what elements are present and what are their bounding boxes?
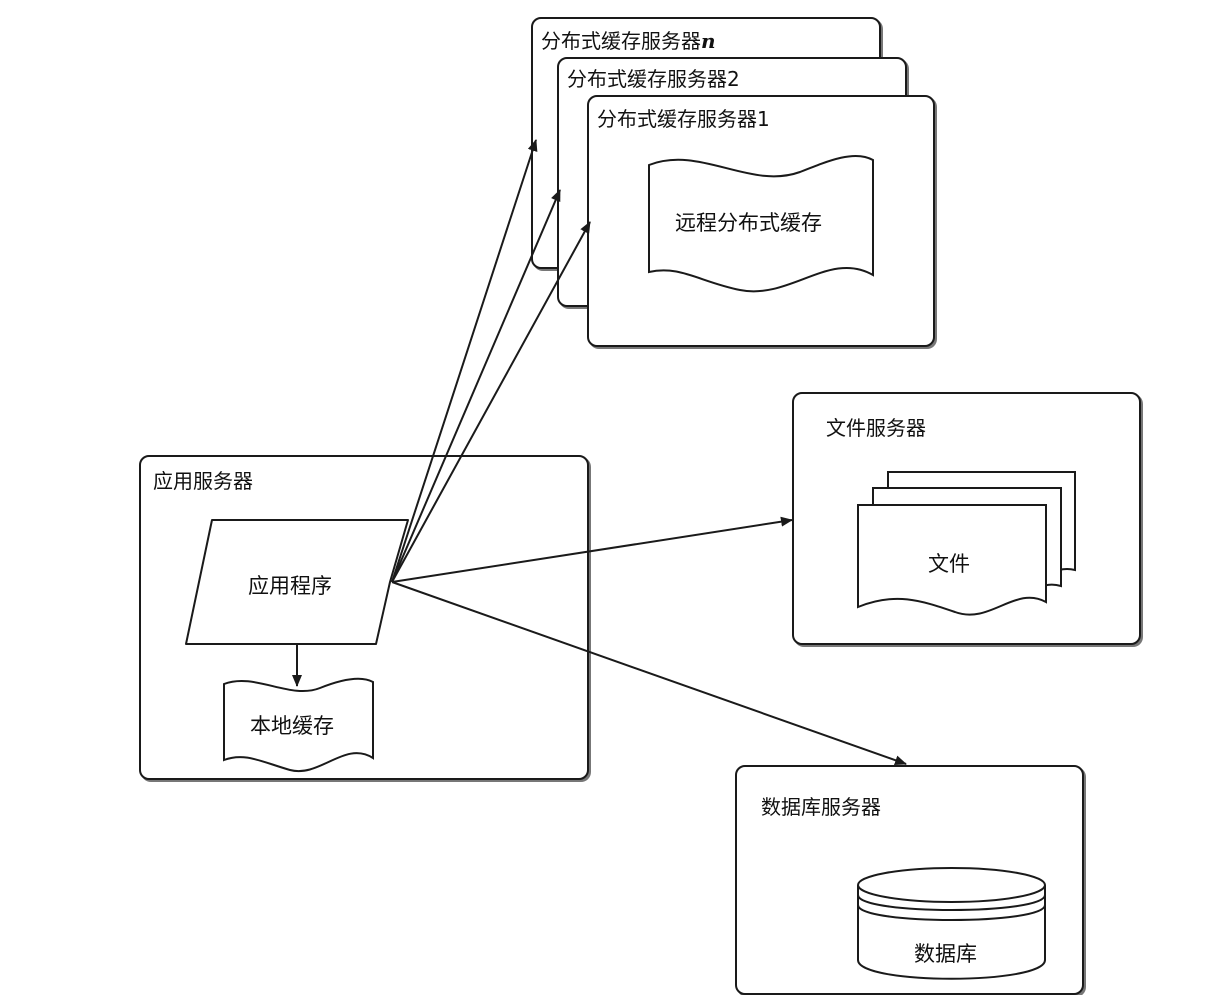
cache-server-1-title: 分布式缓存服务器1 [597, 107, 770, 131]
arrow-to-cache-1 [391, 221, 591, 583]
arrow-to-file-server [391, 516, 793, 583]
app-server-title: 应用服务器 [153, 469, 253, 493]
database-label: 数据库 [914, 942, 977, 966]
application-label: 应用程序 [248, 574, 332, 598]
file-stack-shape [857, 471, 1076, 616]
arrow-to-cache-2 [391, 189, 561, 583]
database-shape [857, 867, 1046, 980]
diagram-shapes [185, 139, 1076, 980]
local-cache-shape [223, 677, 374, 773]
remote-cache-shape [648, 155, 874, 293]
remote-cache-label: 远程分布式缓存 [675, 211, 822, 235]
local-cache-label: 本地缓存 [250, 714, 334, 738]
application-shape [185, 519, 409, 645]
db-server-title: 数据库服务器 [761, 795, 881, 819]
arrow-to-db-server [391, 581, 907, 766]
cache-server-n-title: 分布式缓存服务器n [541, 29, 716, 53]
file-server-title: 文件服务器 [826, 416, 926, 440]
file-label: 文件 [928, 552, 970, 576]
arrow-to-cache-n [391, 139, 538, 583]
cache-server-2-title: 分布式缓存服务器2 [567, 67, 740, 91]
